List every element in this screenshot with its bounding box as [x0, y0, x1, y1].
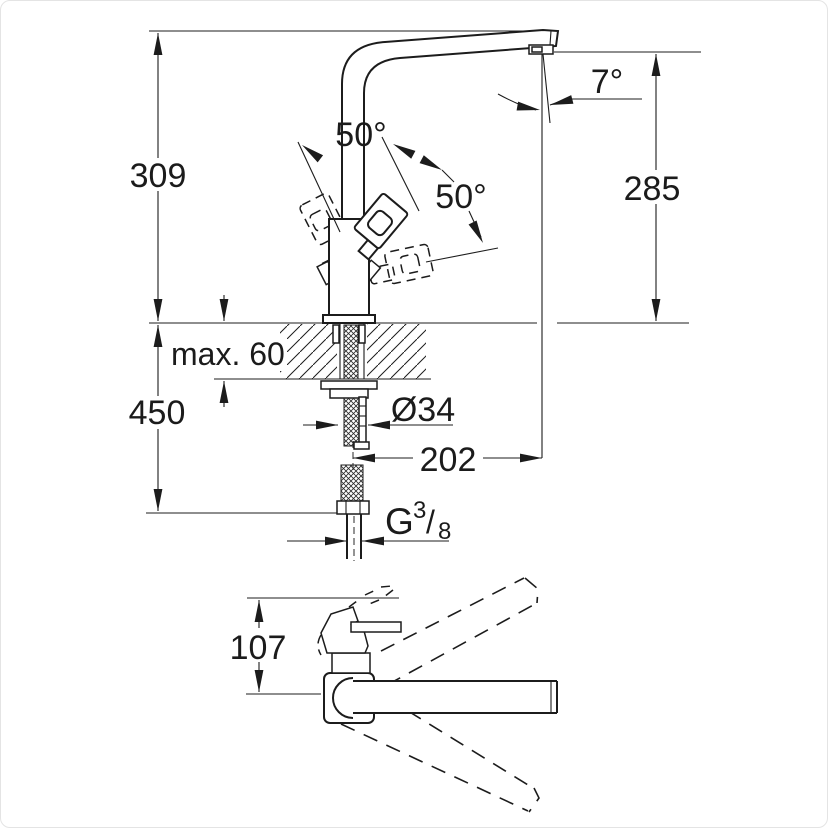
label-bg	[413, 442, 483, 474]
angle-annotation-right	[425, 210, 499, 263]
dim-outlet-angle: 7°	[591, 63, 624, 101]
swivel-arm-down	[340, 710, 540, 813]
plan-view: 107	[230, 577, 558, 813]
dim-hose-clearance: 450	[129, 394, 186, 432]
spout-bar	[353, 680, 558, 714]
base-flange	[322, 314, 376, 324]
dim-handle-angle-right: 50°	[435, 178, 486, 216]
countertop-section	[280, 324, 426, 379]
label-bg	[230, 628, 287, 662]
spout-outline	[341, 28, 560, 220]
dim-deck-thickness: max. 60	[171, 336, 285, 372]
dim-handle-angle-left: 50°	[335, 116, 386, 154]
thread-numerator: 3	[413, 497, 426, 524]
swivel-circle	[332, 677, 354, 719]
outlet-angle-annotation	[497, 93, 642, 111]
angle-annotation-left	[297, 136, 455, 233]
label-bg	[128, 396, 186, 429]
label-bg	[624, 170, 682, 204]
undercounter-assembly	[320, 324, 378, 561]
handle-ghost-right	[368, 243, 434, 285]
dim-total-height: 309	[130, 157, 187, 195]
dim-thread-size: G 3 / 8	[385, 497, 451, 545]
supply-hose-upper	[343, 397, 360, 447]
thread-denominator: 8	[438, 518, 451, 545]
swivel-arm-up	[380, 577, 539, 686]
hex-nut	[336, 500, 370, 515]
thread-prefix: G	[385, 501, 414, 542]
spout-tip-edge	[549, 30, 552, 46]
handle-lever-plan	[350, 621, 402, 633]
neck-plan	[331, 652, 371, 674]
mounting-washer	[320, 380, 378, 390]
rod-foot	[353, 441, 370, 450]
dim-spout-reach: 202	[420, 441, 477, 479]
supply-hose-lower	[340, 464, 364, 502]
threaded-rod	[358, 396, 367, 444]
spout-bar-fill	[354, 682, 556, 712]
dim-body-depth: 107	[230, 629, 287, 667]
dim-hole-diameter: Ø34	[391, 391, 455, 429]
side-view: 309 285 450 max. 60 50° 50° 7° Ø34 202 G…	[128, 28, 701, 561]
outlet-angle-line	[542, 53, 551, 124]
handle-solid	[353, 193, 409, 261]
label-bg	[166, 337, 287, 371]
dim-outlet-height: 285	[624, 170, 681, 208]
label-bg	[130, 158, 186, 191]
handle-ghost-plan	[317, 585, 394, 656]
aerator-inner	[531, 46, 543, 53]
thread-slash: /	[426, 504, 435, 540]
